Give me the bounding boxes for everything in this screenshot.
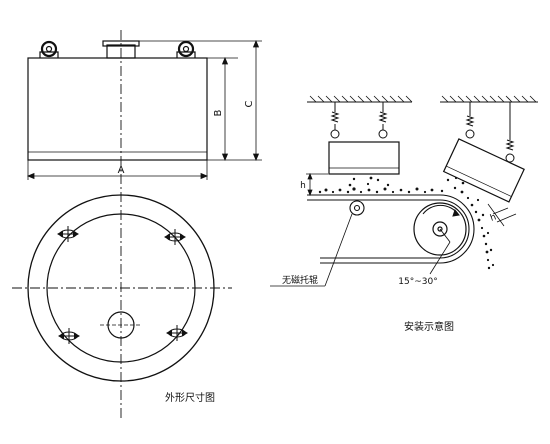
plan-view — [12, 194, 232, 382]
idler-roller — [349, 200, 365, 216]
magnet-body-side — [27, 57, 208, 161]
dimension-b — [207, 56, 238, 162]
spring-hanger-icon — [505, 102, 515, 163]
lifting-ring-icon — [39, 40, 59, 58]
outline-caption: 外形尺寸图 — [165, 391, 215, 404]
spring-hanger-icon — [378, 102, 388, 139]
dimension-h-right-label: h — [489, 212, 498, 223]
spring-hanger-icon — [465, 102, 475, 139]
dimension-b-label: B — [213, 109, 224, 116]
lifting-ring-icon — [164, 229, 186, 245]
head-pulley — [413, 202, 467, 275]
suspended-magnet-tilted — [442, 102, 525, 203]
dimension-c-label: C — [244, 100, 255, 107]
spring-hanger-icon — [330, 102, 340, 139]
dimension-a — [26, 160, 209, 180]
dimension-h-left-label: h — [300, 181, 306, 191]
dimension-a-label: A — [118, 165, 125, 176]
lifting-ring-icon — [176, 40, 196, 58]
lifting-ring-icon — [166, 325, 188, 341]
cable-outlet-cap — [102, 40, 140, 47]
material-particles — [318, 176, 495, 270]
dimension-h-left — [306, 172, 328, 197]
rotation-arrow-icon — [422, 204, 460, 217]
roller-label: 无磁托辊 — [282, 274, 318, 286]
lifting-ring-icon — [57, 226, 79, 242]
dimension-c — [139, 39, 262, 162]
ceiling-right — [440, 95, 538, 103]
ceiling-left — [307, 95, 413, 103]
dimension-h-right — [487, 203, 517, 227]
angle-label: 15°~30° — [398, 277, 437, 287]
conveyor-belt — [307, 194, 475, 264]
suspended-magnet-horizontal — [328, 102, 400, 175]
side-view — [27, 30, 208, 420]
install-caption: 安装示意图 — [404, 320, 454, 333]
roller-leader — [270, 213, 353, 287]
lifting-ring-icon — [58, 328, 80, 344]
